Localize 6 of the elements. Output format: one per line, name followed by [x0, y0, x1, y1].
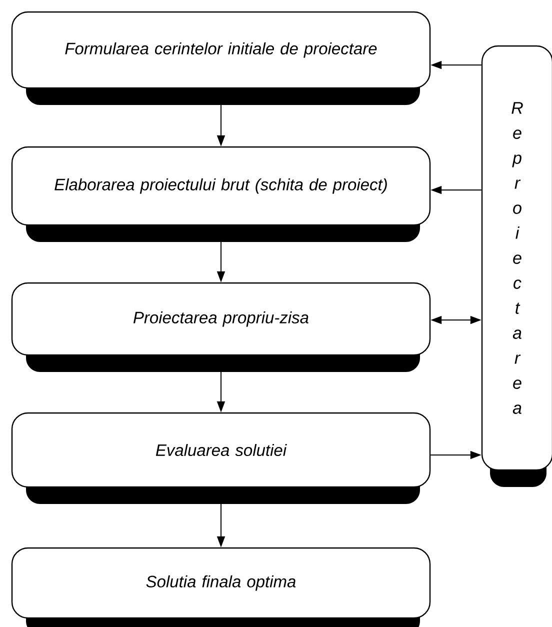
process-box: Formularea cerintelor initiale de proiectare: [11, 11, 431, 105]
side-box: Reproiectarea: [481, 45, 552, 487]
process-box: Solutia finala optima: [11, 547, 431, 627]
process-box: Proiectarea propriu-zisa: [11, 282, 431, 372]
process-box: Elaborarea proiectului brut (schita de proiect): [11, 146, 431, 242]
process-box: Evaluarea solutiei: [11, 412, 431, 504]
